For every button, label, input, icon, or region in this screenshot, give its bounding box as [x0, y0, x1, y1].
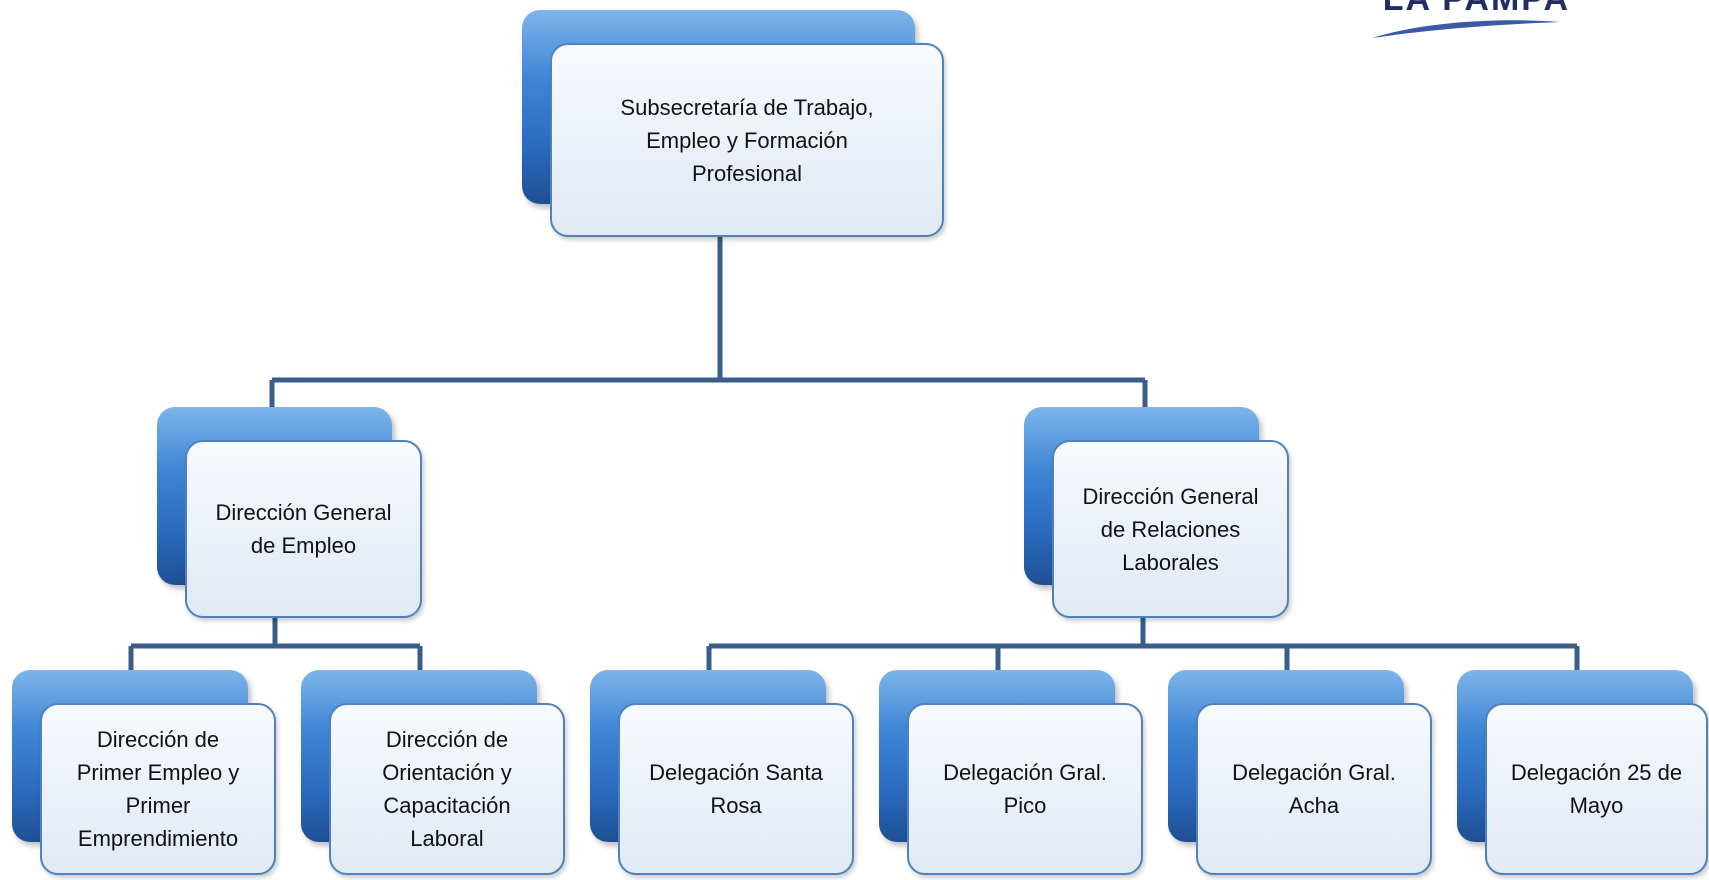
node-box: Delegación Gral. Pico — [907, 703, 1143, 875]
node-label: Delegación Gral. Pico — [943, 760, 1107, 818]
node-box: Subsecretaría de Trabajo, Empleo y Forma… — [550, 43, 944, 237]
node-label: Dirección General de Empleo — [215, 500, 392, 558]
logo-swoosh-icon — [1372, 20, 1560, 38]
node-label: Delegación 25 de Mayo — [1510, 760, 1683, 818]
node-box: Dirección de Primer Empleo y Primer Empr… — [40, 703, 276, 875]
connector-relaciones — [706, 617, 1580, 672]
la-pampa-logo: LA PAMPA — [1360, 0, 1570, 42]
node-box: Dirección General de Relaciones Laborale… — [1052, 440, 1289, 618]
node-box: Dirección General de Empleo — [185, 440, 422, 618]
connector-empleo — [128, 617, 423, 672]
node-label: Dirección de Primer Empleo y Primer Empr… — [76, 727, 240, 851]
node-label: Dirección General de Relaciones Laborale… — [1082, 483, 1259, 575]
node-label: Dirección de Orientación y Capacitación … — [382, 727, 512, 851]
node-label: Delegación Gral. Acha — [1232, 760, 1396, 818]
node-box: Delegación Gral. Acha — [1196, 703, 1432, 875]
node-box: Delegación Santa Rosa — [618, 703, 854, 875]
node-box: Dirección de Orientación y Capacitación … — [329, 703, 565, 875]
logo-text: LA PAMPA — [1383, 0, 1570, 19]
node-label: Subsecretaría de Trabajo, Empleo y Forma… — [620, 94, 874, 186]
node-box: Delegación 25 de Mayo — [1485, 703, 1708, 875]
connector-root — [269, 237, 1148, 408]
node-label: Delegación Santa Rosa — [649, 760, 823, 818]
